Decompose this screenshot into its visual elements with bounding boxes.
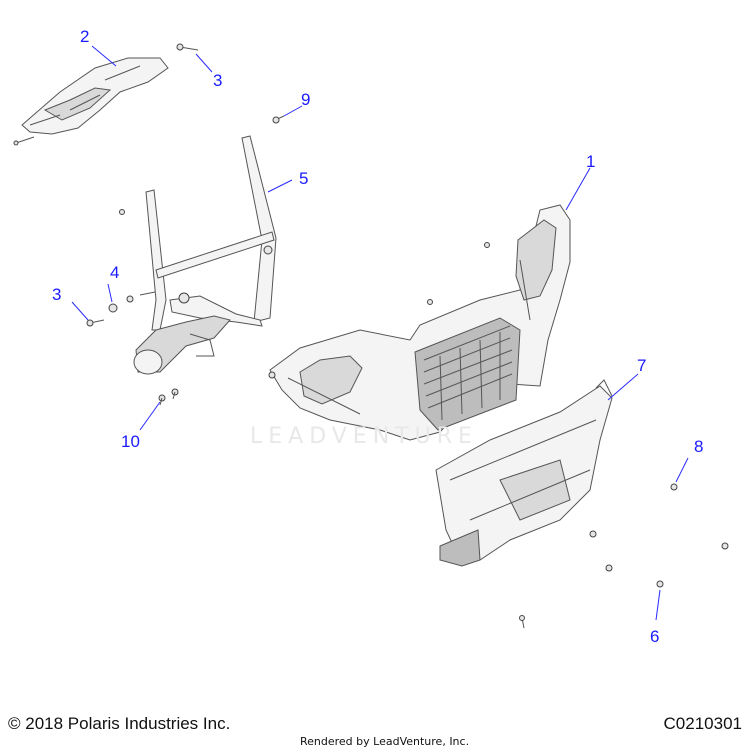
callout-1: 1 (586, 152, 596, 171)
diagram-code: C0210301 (663, 714, 742, 733)
callout-2: 2 (80, 27, 90, 46)
callout-10: 10 (121, 432, 140, 451)
fastener-part-8 (670, 483, 678, 491)
callout-5: 5 (299, 169, 309, 188)
watermark-text: LEADVENTURE (250, 424, 478, 449)
bracket-part-2 (13, 57, 169, 146)
bolt-part-9 (272, 115, 285, 124)
frame-part-5 (119, 135, 277, 375)
callout-8: 8 (694, 437, 704, 456)
callout-4: 4 (110, 263, 120, 282)
copyright-text: © 2018 Polaris Industries Inc. (8, 714, 231, 733)
front-fascia-part-1 (268, 204, 571, 441)
nut-part-4 (108, 303, 118, 313)
bolt-center-left (126, 291, 156, 303)
leader-lines (71, 45, 689, 621)
skid-part-7 (435, 379, 613, 567)
callout-9: 9 (301, 90, 311, 109)
callout-3-top: 3 (213, 71, 223, 90)
rendered-by-text: Rendered by LeadVenture, Inc. (300, 735, 470, 748)
callout-3-left: 3 (52, 285, 62, 304)
fasteners-part-10 (158, 388, 179, 406)
callout-6: 6 (650, 627, 660, 646)
bolt-part-3-left (86, 319, 105, 327)
callout-7: 7 (637, 356, 647, 375)
fasteners-part-6 (519, 530, 729, 629)
bolt-part-3-top (176, 43, 199, 51)
